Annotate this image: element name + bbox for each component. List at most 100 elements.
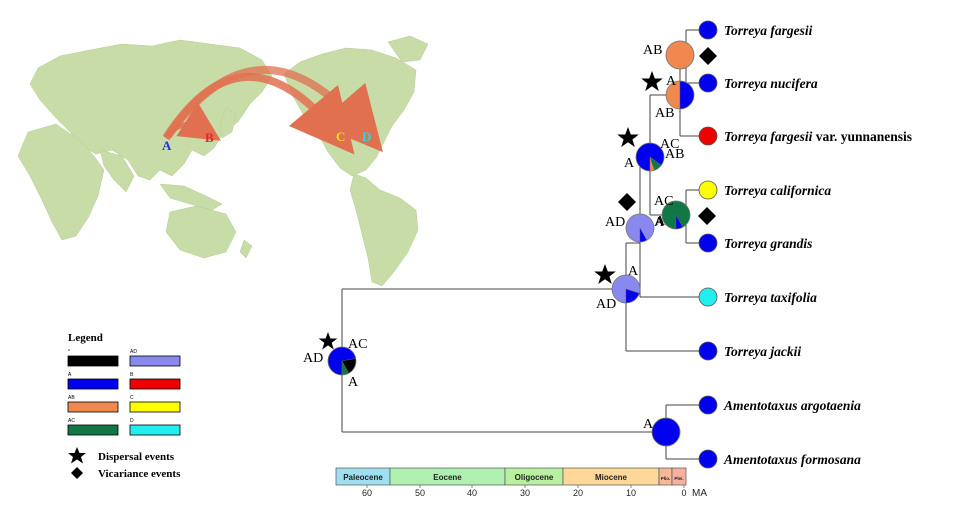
dispersal-star-icon xyxy=(641,71,663,91)
tip-area-circle xyxy=(698,73,718,93)
pie-outline xyxy=(661,200,691,230)
map-label-c: C xyxy=(336,129,345,144)
geologic-timescale: Paleocene Eocene Oligocene Miocene Plio.Plei… xyxy=(335,467,707,499)
vicariance-diamond-icon xyxy=(71,467,83,479)
node-pie-n6: AB xyxy=(643,40,695,70)
node-state-label: AD xyxy=(596,297,616,312)
epoch-name: Eocene xyxy=(433,473,462,482)
legend-code: AB xyxy=(68,395,75,401)
epoch-0: Paleocene xyxy=(335,467,391,486)
legend-code: D xyxy=(130,418,134,424)
node-pie-root: AD AC A xyxy=(303,337,367,390)
map-label-d: D xyxy=(362,129,371,144)
legend-swatch xyxy=(129,378,181,390)
node-state-label: AC xyxy=(660,137,679,152)
dispersal-star-icon xyxy=(68,447,86,464)
pie-slice xyxy=(679,80,695,110)
tip-area-circle xyxy=(698,126,718,146)
node-state-label: A xyxy=(666,74,677,89)
map-australia xyxy=(165,205,237,259)
node-state-label: AC xyxy=(654,194,673,209)
legend-swatch xyxy=(67,401,119,413)
event-markers xyxy=(318,47,717,350)
legend-swatch xyxy=(67,378,119,390)
time-tick-label: 60 xyxy=(362,488,372,498)
time-tick-label: 40 xyxy=(467,488,477,498)
dispersal-star-icon xyxy=(318,332,338,350)
time-tick-label: 0 xyxy=(681,488,686,498)
world-map: A B C D xyxy=(17,35,429,287)
taxon-name: Amentotaxus argotaenia xyxy=(723,398,861,413)
pie-outline xyxy=(665,40,695,70)
map-india xyxy=(99,149,135,193)
node-pie-amento: A xyxy=(643,417,681,447)
tip-area-circle xyxy=(698,287,718,307)
epoch-3: Miocene xyxy=(562,467,660,486)
time-tick-label: 50 xyxy=(415,488,425,498)
pie-outline xyxy=(651,417,681,447)
node-state-label: A xyxy=(348,375,359,390)
legend-swatch xyxy=(129,401,181,413)
epoch-4: Plio. xyxy=(658,467,673,486)
legend-vicariance-label: Vicariance events xyxy=(98,468,181,480)
taxon-name: Amentotaxus formosana xyxy=(723,452,861,467)
legend-swatch xyxy=(67,424,119,436)
time-tick-label: 10 xyxy=(626,488,636,498)
taxon-name: Torreya nucifera xyxy=(724,76,818,91)
epoch-name: Oligocene xyxy=(515,473,554,482)
legend-code: B xyxy=(130,372,134,378)
dispersal-star-icon xyxy=(617,127,639,147)
epoch-name: Paleocene xyxy=(343,473,383,482)
map-label-b: B xyxy=(205,130,214,145)
legend-code: * xyxy=(68,349,70,355)
legend-title: Legend xyxy=(68,332,103,344)
time-tick-label: 20 xyxy=(573,488,583,498)
epoch-name: Miocene xyxy=(595,473,628,482)
node-state-label: AD xyxy=(605,215,625,230)
tip-area-circle xyxy=(698,20,718,40)
tip-area-circle xyxy=(698,180,718,200)
node-pie-n2: AD A xyxy=(605,213,665,243)
map-label-a: A xyxy=(162,138,172,153)
taxon-tip: Amentotaxus argotaenia xyxy=(698,395,861,415)
epoch-name: Plio. xyxy=(661,476,671,481)
tip-area-circle xyxy=(698,449,718,469)
node-state-label: AC xyxy=(348,337,367,352)
legend-code: AD xyxy=(130,349,137,355)
pie-outline xyxy=(635,142,665,172)
pie-outline xyxy=(665,80,695,110)
node-state-label: A xyxy=(654,215,665,230)
dispersal-star-icon xyxy=(594,264,616,284)
taxon-tip: Torreya grandis xyxy=(698,233,812,253)
legend-code: C xyxy=(130,395,134,401)
node-pie-n1: A AD xyxy=(596,264,641,312)
tip-area-circle xyxy=(698,233,718,253)
node-state-label: AB xyxy=(643,43,662,58)
legend-dispersal-label: Dispersal events xyxy=(98,451,175,463)
taxon-tip: Torreya californica xyxy=(698,180,831,200)
vicariance-diamond-icon xyxy=(698,207,716,225)
taxon-name: Torreya fargesii xyxy=(724,23,813,38)
taxon-name: Torreya taxifolia xyxy=(724,290,817,305)
node-state-label: A xyxy=(643,417,654,432)
node-state-label: A xyxy=(624,156,635,171)
node-state-label: AD xyxy=(303,351,323,366)
node-state-label: A xyxy=(628,264,639,279)
map-south-america xyxy=(349,173,419,287)
taxon-tip: Torreya nucifera xyxy=(698,73,818,93)
epoch-bar xyxy=(671,467,687,486)
legend-code: A xyxy=(68,372,72,378)
taxon-tip: Torreya fargesii xyxy=(698,20,813,40)
node-state-label: A xyxy=(655,214,666,229)
pie-outline xyxy=(625,213,655,243)
map-arrow-a-to-d xyxy=(164,65,383,153)
epoch-name: Plei. xyxy=(674,476,683,481)
legend-swatch xyxy=(129,424,181,436)
taxon-name: Torreya fargesii var. yunnanensis xyxy=(724,129,912,144)
